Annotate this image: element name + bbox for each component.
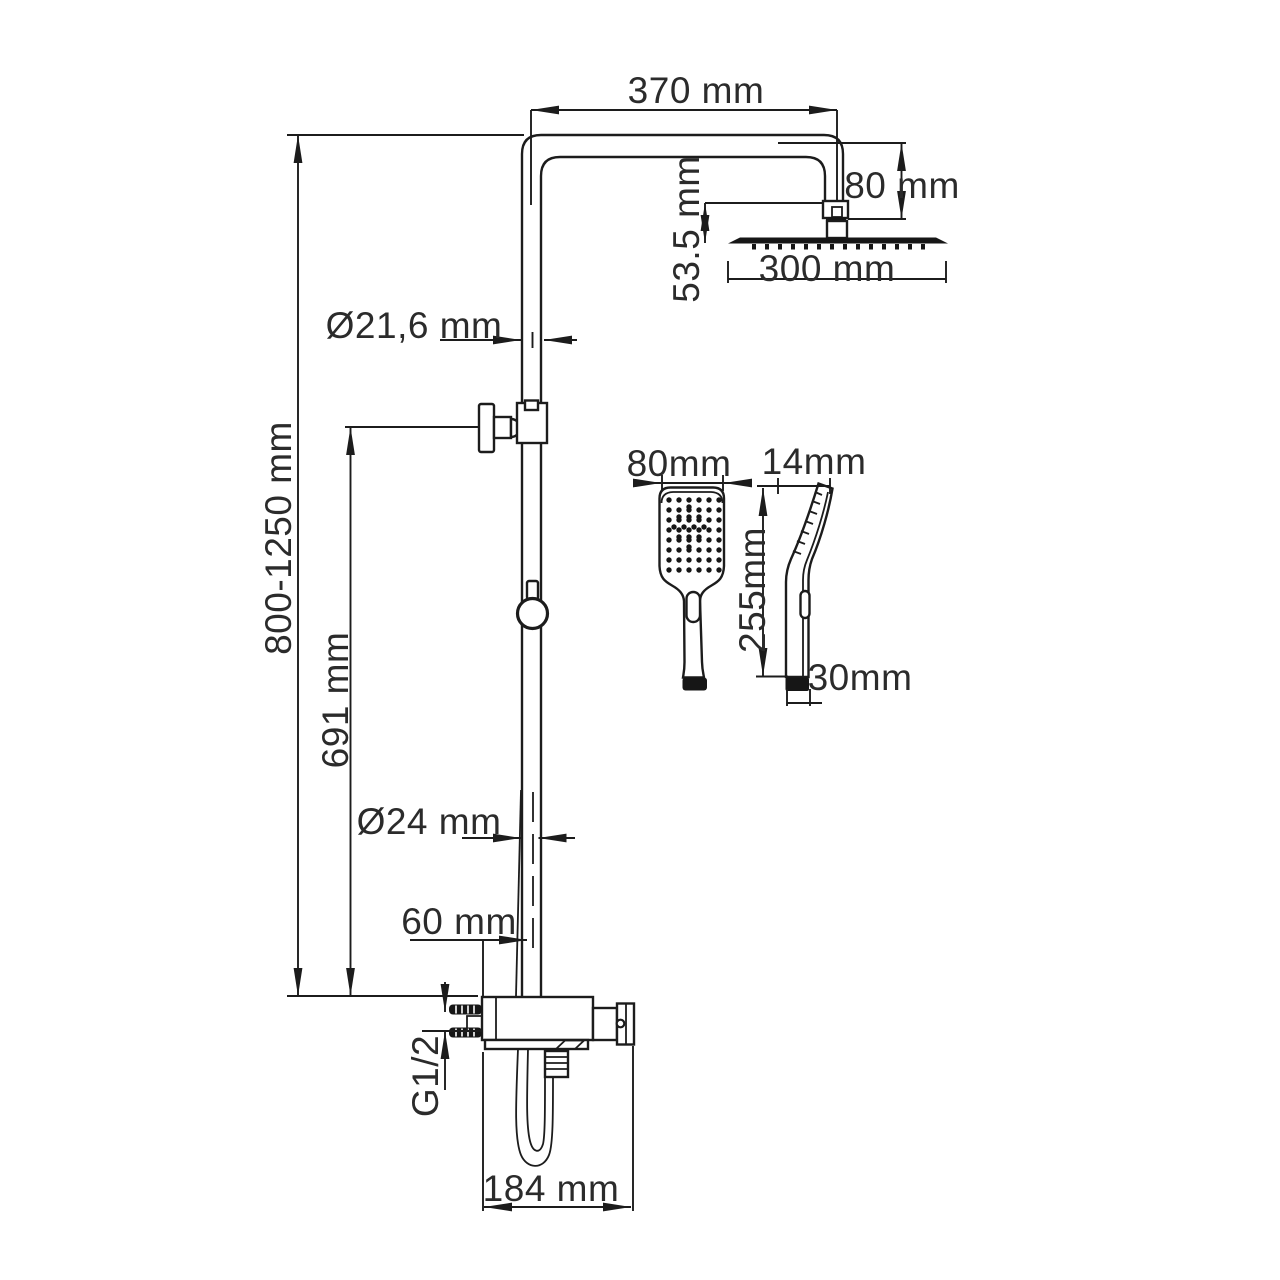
dim-label-handshower-depth: 14mm [762, 441, 867, 482]
bracket-connector [492, 415, 513, 440]
hose-nut [543, 1049, 570, 1079]
dim-label-upper-pipe-diameter: Ø21,6 mm [326, 305, 503, 346]
handshower-tip-front [682, 677, 707, 691]
pipe-inner-edge [539, 155, 827, 996]
spray-face-dots [664, 495, 724, 575]
dim-label-lower-pipe-diameter: Ø24 mm [357, 801, 502, 842]
mixer-bottom-band [483, 1038, 590, 1051]
bracket-wall-plate [477, 402, 496, 454]
head-stem-block [825, 219, 849, 240]
hand-shower-side-view [784, 481, 834, 691]
mixer-handle-screw [615, 1018, 626, 1029]
dimension-labels: 370 mm 80 mm 53.5 mm 300 mm Ø21,6 mm 800… [258, 70, 960, 1209]
dim-label-handshower-length: 255mm [732, 527, 773, 653]
mixer-body [480, 995, 595, 1042]
dim-label-handshower-width: 80mm [627, 443, 732, 484]
hand-shower-front-view [658, 486, 726, 691]
dim-label-mixer-offset: 60 mm [401, 901, 517, 942]
dim-label-handshower-tip: 30mm [808, 657, 913, 698]
hose-inner [526, 1048, 546, 1152]
inlet-stub-top [449, 1004, 482, 1015]
hose-behind-pipe [515, 789, 522, 997]
dim-label-head-height: 53.5 mm [666, 155, 707, 302]
handshower-side-inner-line [802, 491, 829, 676]
wall-bracket [345, 399, 549, 454]
handshower-button-side [799, 589, 811, 620]
spray-face-ticks [792, 491, 823, 555]
bracket-top-notch [523, 399, 540, 412]
pipe-outer-edge [520, 133, 845, 996]
slider-knob [515, 596, 550, 631]
dimension-lines [287, 105, 947, 1212]
thermostatic-mixer [449, 995, 636, 1079]
inlet-stub-bottom [449, 1027, 482, 1038]
shower-column-pipe [515, 133, 845, 997]
slider-holder [515, 579, 550, 631]
head-plate [728, 237, 948, 244]
spray-center-cluster [671, 504, 707, 550]
rain-shower-head [728, 199, 948, 250]
dim-label-arm-width: 370 mm [628, 70, 765, 111]
dim-label-column-height: 800-1250 mm [258, 421, 299, 655]
slider-stem [525, 579, 540, 601]
dim-label-mixer-width: 184 mm [483, 1168, 620, 1209]
mixer-handle-stem [591, 1006, 619, 1042]
dim-label-connection-thread: G1/2 [405, 1035, 446, 1117]
mixer-spout [553, 1039, 587, 1050]
dim-label-head-width: 300 mm [759, 248, 896, 289]
hose-outer [515, 1048, 554, 1167]
dim-label-arm-drop: 80 mm [844, 165, 960, 206]
handshower-tip-side [785, 677, 809, 691]
shower-hose [515, 1048, 554, 1167]
head-connector-band [826, 217, 846, 221]
handshower-mode-button [685, 590, 702, 624]
dim-label-bracket-height: 691 mm [315, 632, 356, 769]
